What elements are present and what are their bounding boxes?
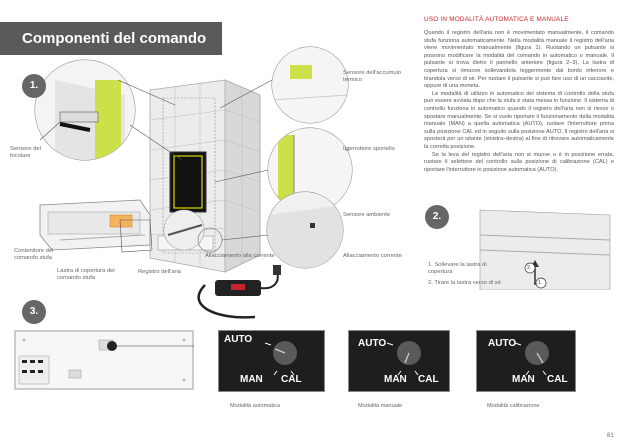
label-allacciamento: Allacciamento corrente <box>343 253 402 259</box>
fig2-step-1: 1. Sollevare la lastra di copertura <box>428 262 487 276</box>
dial-auto-label-1: AUTO <box>224 334 253 345</box>
dial-panel-auto <box>218 330 325 392</box>
page-title: Componenti del comando stufa <box>0 22 222 80</box>
label-sensore-accumulo: Sensore dell'accumulo termico <box>343 70 402 84</box>
label-interruttore-sportello: Interruttore sportello <box>343 146 395 152</box>
dial-cal-label-2: CAL <box>418 374 439 385</box>
fig2-marker-1: 1. <box>538 280 543 286</box>
paragraph-2: Le modalità di utilizzo in automatico de… <box>424 90 614 150</box>
dial-knob-man <box>386 341 421 376</box>
paragraph-1: Quando il registro dell'aria non è movim… <box>424 30 614 90</box>
dial-cal-label-1: CAL <box>281 374 302 385</box>
dial-knob-cal <box>514 341 549 376</box>
label-lastra: Lastra di copertura del comando stufa <box>57 268 115 282</box>
dial-man-label-3: MAN <box>512 374 535 385</box>
fig2-step-2: 2. Tirare la lastra verso di sé <box>428 280 501 286</box>
figure-number-3: 3. <box>22 300 46 324</box>
dial-panel-man <box>348 330 450 392</box>
label-allacciamento-alla: Allacciamento alla corrente <box>205 253 275 259</box>
fig2-marker-2: 2. <box>527 265 532 271</box>
figure-number-1: 1. <box>22 74 46 98</box>
section-heading: USO IN MODALITÀ AUTOMATICA E MANUALE <box>424 16 569 23</box>
figure-number-2: 2. <box>425 205 449 229</box>
label-contenitore: Contenitore del comando stufa <box>14 248 54 262</box>
stove-illustration <box>34 46 353 319</box>
paragraph-3: Se la leva del registro dell'aria non si… <box>424 151 614 173</box>
label-sensore-ambiente: Sensore ambiente <box>343 212 391 218</box>
caption-auto: Modalità automatica <box>230 403 281 409</box>
label-registro: Registro dell'aria <box>138 269 181 275</box>
caption-man: Modalità manuale <box>358 403 403 409</box>
dial-knob-auto <box>264 341 297 376</box>
dial-man-label-2: MAN <box>384 374 407 385</box>
page-number: 81 <box>607 433 614 439</box>
caption-cal: Modalità calibrazione <box>487 403 540 409</box>
dial-auto-label-2: AUTO <box>358 338 387 349</box>
dial-auto-label-3: AUTO <box>488 338 517 349</box>
dial-cal-label-3: CAL <box>547 374 568 385</box>
label-sensore-focolare: Sensore del focolare <box>10 146 41 160</box>
figure-2-illustration <box>479 209 611 290</box>
dial-man-label-1: MAN <box>240 374 263 385</box>
dial-panel-cal <box>476 330 576 392</box>
control-board <box>14 330 194 390</box>
body-text: Quando il registro dell'aria non è movim… <box>424 30 614 174</box>
